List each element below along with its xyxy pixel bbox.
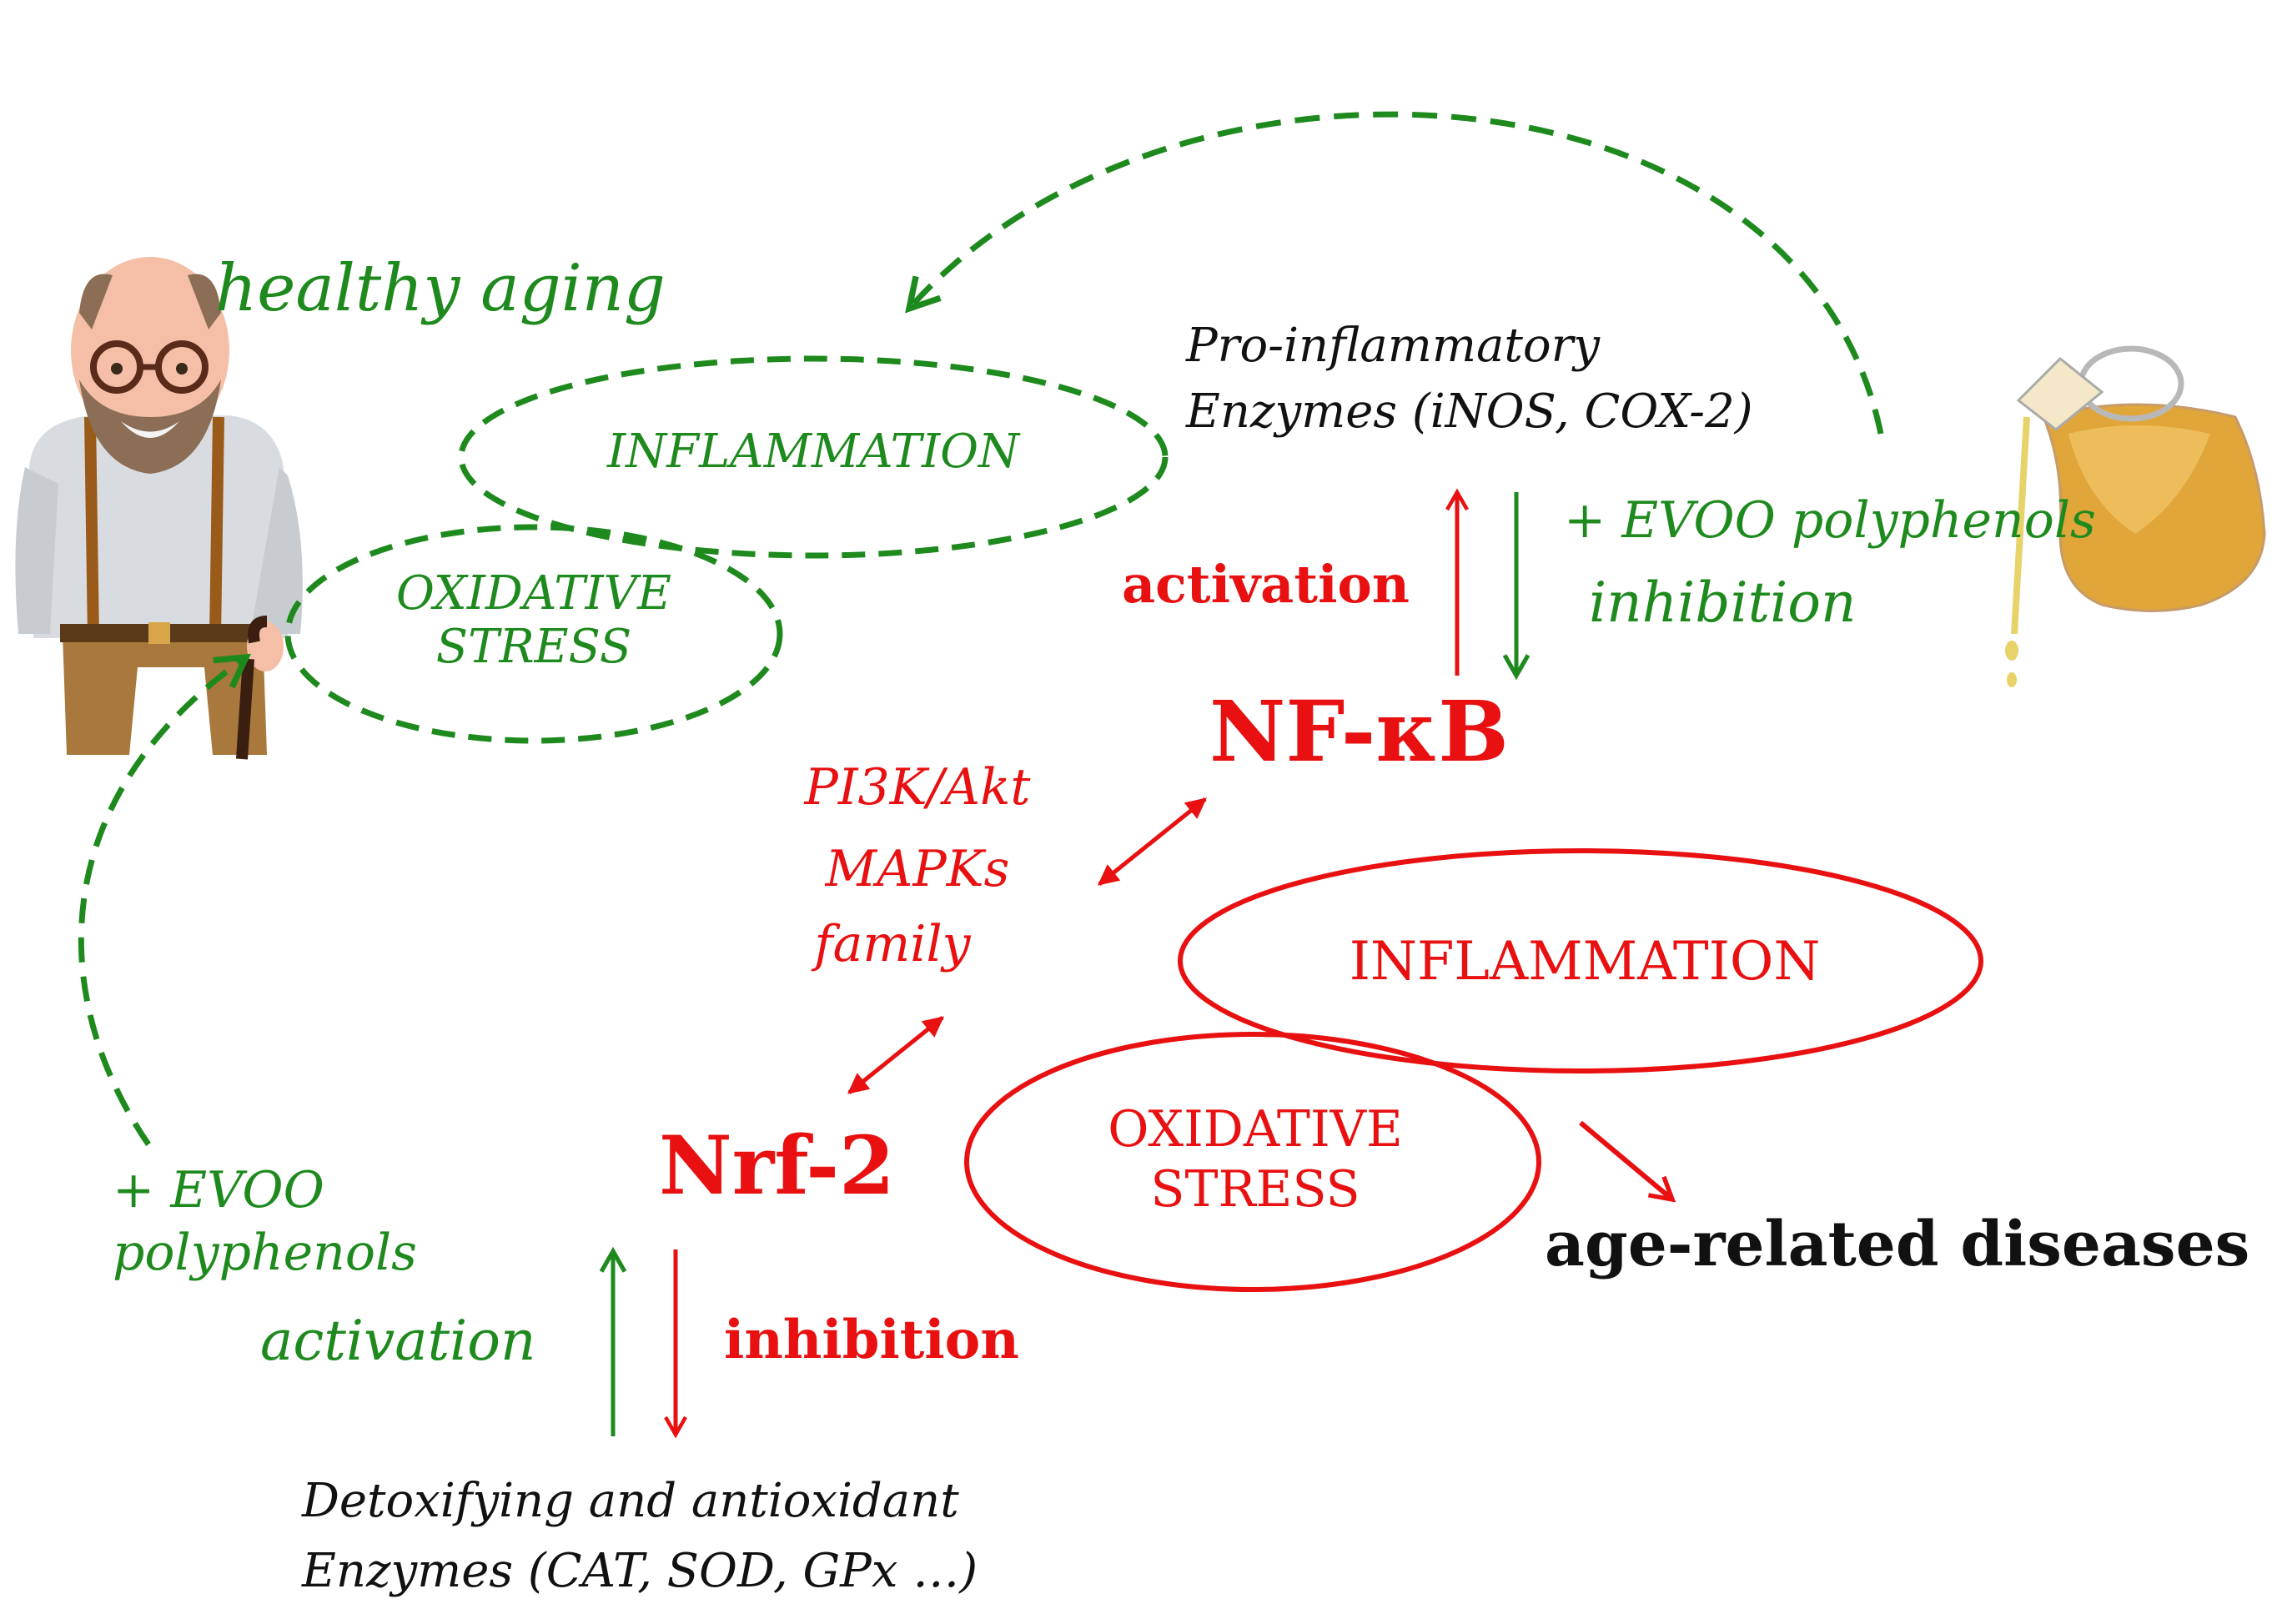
pathways-nrf2-arrow (847, 1016, 944, 1094)
antioxidant-enzymes-line1: Detoxifying and antioxidant (302, 1474, 959, 1528)
healthy-oxidative-stress-label: OXIDATIVE STRESS (396, 566, 671, 675)
pro-inflammatory-line2: Enzymes (iNOS, COX-2) (1186, 385, 1753, 439)
harmful-oxidative-stress-label: OXIDATIVE STRESS (1108, 1100, 1403, 1219)
nrf2-activation-label: activation (260, 1309, 536, 1373)
olive-oil-jug-icon (2005, 345, 2266, 687)
feedback-arc-top (905, 111, 1884, 435)
healthy-inflammation-label: INFLAMMATION (606, 425, 1020, 479)
antioxidant-enzymes-line2: Enzymes (CAT, SOD, GPx …) (302, 1544, 978, 1598)
pathways-line2: MAPKs (825, 840, 1010, 898)
harmful-oxidative-stress-ellipse (964, 1032, 1541, 1292)
harmful-inflammation-ellipse (1178, 848, 1983, 1073)
nfkb-evoo-label: + EVOO polyphenols (1564, 491, 2096, 550)
nfkb-label: NF-κB (1209, 682, 1509, 781)
nrf2-inhibition-label: inhibition (724, 1309, 1019, 1371)
nrf2-evoo-label: + EVOO polyphenols (113, 1161, 417, 1282)
pro-inflammatory-line1: Pro-inflammatory (1186, 319, 1601, 373)
feedback-arc-left (78, 653, 252, 1146)
healthy-oxidative-stress-ellipse (284, 524, 783, 744)
pathways-nfkb-arrow (1098, 797, 1207, 886)
pathways-line1: PI3K/Akt (804, 758, 1031, 817)
nfkb-inhibition-label: inhibition (1589, 571, 1857, 635)
disease-arrow (1579, 1120, 1676, 1203)
elderly-man-icon (15, 257, 303, 760)
harmful-inflammation-label: INFLAMMATION (1349, 931, 1821, 993)
healthy-inflammation-ellipse (458, 355, 1169, 559)
healthy-aging-title: healthy aging (215, 251, 666, 326)
nfkb-activation-label: activation (1122, 554, 1410, 615)
pathways-line3: family (814, 915, 971, 973)
nrf2-label: Nrf-2 (659, 1119, 895, 1213)
age-related-diseases-label: age-related diseases (1545, 1209, 2250, 1280)
